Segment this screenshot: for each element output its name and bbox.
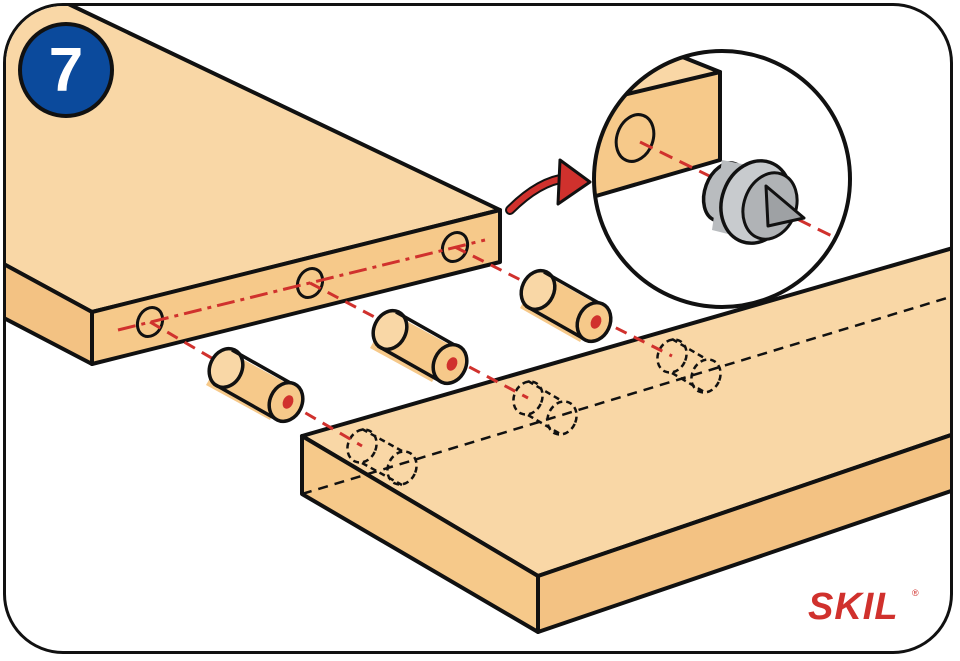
upper-board	[6, 6, 502, 366]
dowel-icon	[206, 346, 305, 424]
dowel-icon	[370, 308, 469, 386]
dowel-icon	[519, 268, 613, 344]
lower-board	[300, 244, 950, 634]
step-number-badge: 7	[18, 22, 114, 118]
step-number: 7	[48, 35, 84, 105]
detail-magnifier	[592, 49, 852, 309]
dowel-center-marker-icon	[701, 159, 806, 245]
brand-logo: SKIL	[808, 586, 899, 628]
brand-registered-mark: ®	[912, 588, 919, 598]
curved-arrow-icon	[505, 158, 592, 215]
